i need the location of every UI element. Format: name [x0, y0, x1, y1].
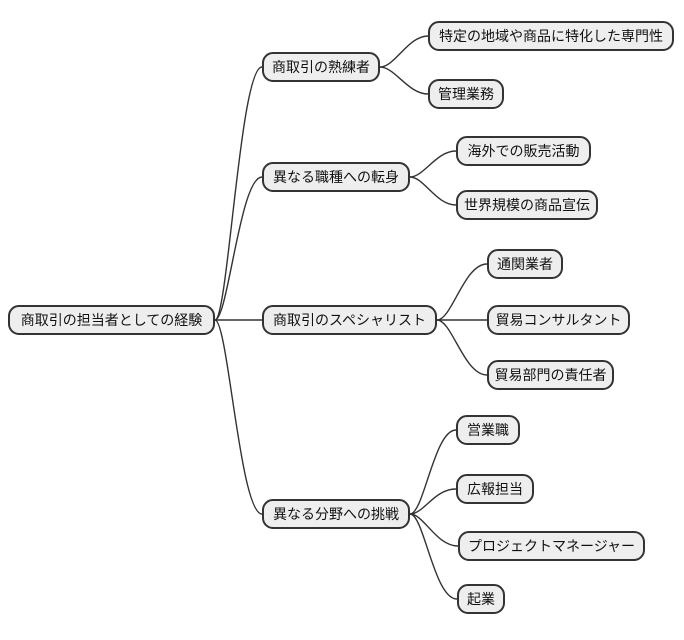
node-leaf-admin-work: 管理業務: [428, 79, 504, 109]
node-branch-trade-specialist: 商取引のスペシャリスト: [262, 305, 437, 335]
node-leaf-trade-dept-head: 貿易部門の責任者: [487, 360, 614, 390]
edge-branch2-leaf2: [409, 176, 457, 206]
node-leaf-customs-broker: 通関業者: [487, 249, 563, 279]
edge-branch4-leaf4: [409, 513, 458, 600]
node-branch-career-change: 異なる職種への転身: [262, 162, 410, 192]
node-branch-trade-expert: 商取引の熟練者: [262, 52, 380, 82]
node-leaf-trade-consultant: 貿易コンサルタント: [487, 305, 630, 335]
node-leaf-sales-job: 営業職: [456, 415, 520, 445]
edge-branch2-leaf1: [409, 150, 457, 178]
node-leaf-global-promotion: 世界規模の商品宣伝: [456, 190, 598, 220]
edge-branch4-leaf1: [409, 429, 457, 515]
edge-root-branch4: [214, 319, 263, 515]
node-leaf-entrepreneurship: 起業: [457, 584, 505, 614]
edge-branch3-leaf1: [436, 263, 488, 321]
edge-root-branch1: [214, 66, 263, 321]
node-leaf-overseas-sales: 海外での販売活動: [456, 136, 591, 166]
edge-root-branch2: [214, 176, 263, 321]
edge-branch4-leaf3: [409, 513, 459, 547]
edge-branch3-leaf3: [436, 319, 488, 376]
node-root: 商取引の担当者としての経験: [8, 305, 215, 335]
edge-branch4-leaf2: [409, 488, 457, 515]
edge-branch1-leaf1: [379, 35, 429, 68]
edge-branch1-leaf2: [379, 66, 429, 95]
node-leaf-project-manager: プロジェクトマネージャー: [458, 531, 645, 561]
node-leaf-specialized-expertise: 特定の地域や商品に特化した専門性: [428, 21, 674, 51]
node-branch-new-field: 異なる分野への挑戦: [262, 499, 410, 529]
node-leaf-pr-staff: 広報担当: [456, 474, 534, 504]
